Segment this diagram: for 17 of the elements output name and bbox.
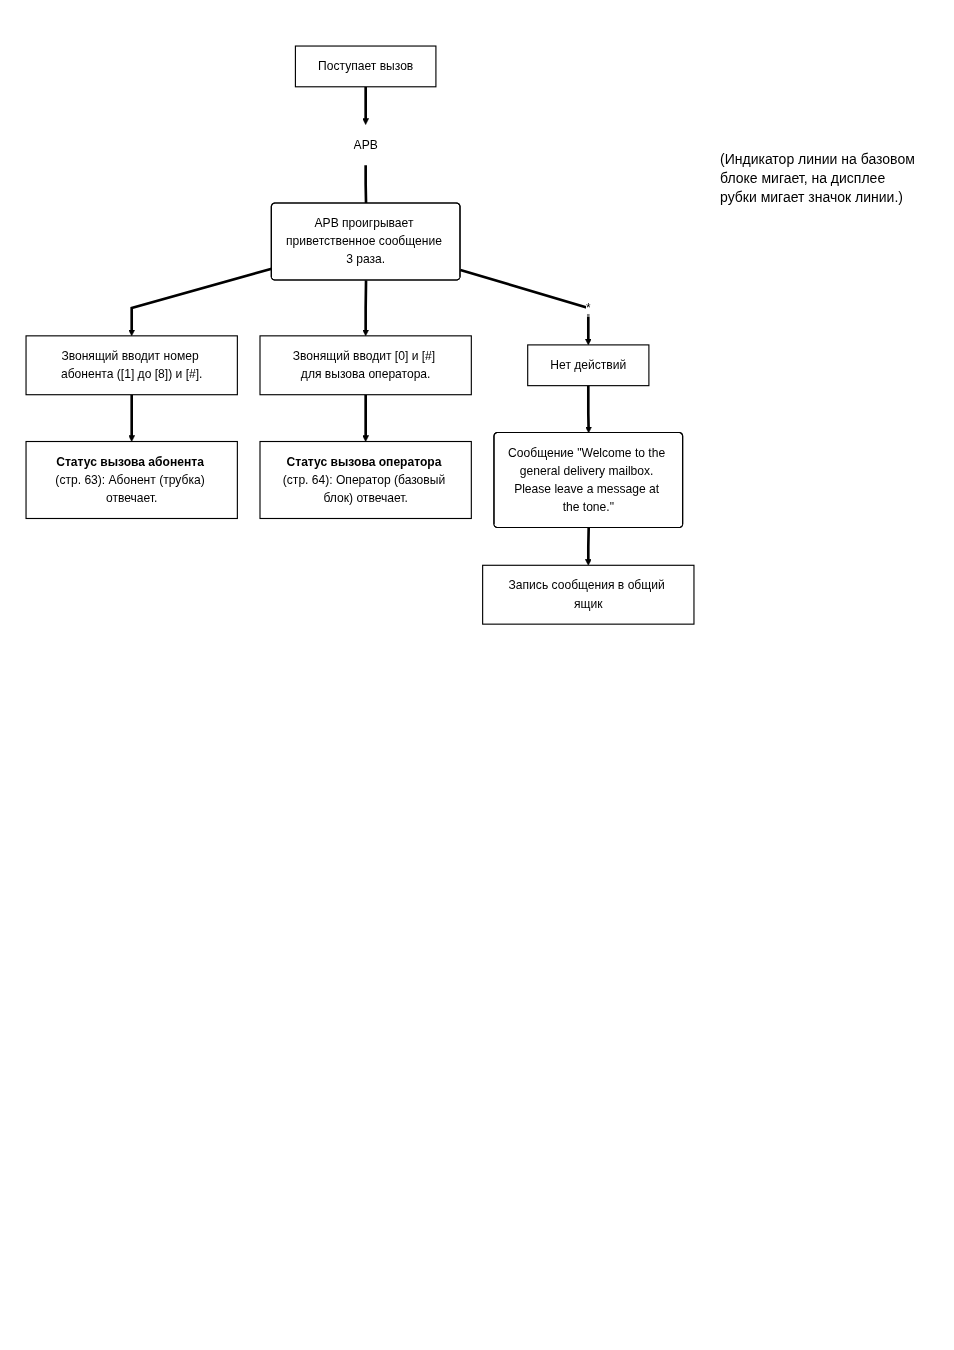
node-box: Статус вызова абонента (стр. 63): Абонент (трубка) отвечает. [25,440,238,520]
arrow [362,394,369,442]
arrow [362,280,369,337]
arrow [128,394,135,442]
note-text: (Индикатор линии на базовом блоке мигает, на дисплее рубки мигает значок линии.) [720,150,916,207]
arrow [362,86,369,125]
node-box: Запись сообщения в общий ящик [482,564,695,625]
node-box: Звонящий вводит номер абонента ([1] до [8]) и [#]. [25,335,238,396]
arrow [585,385,592,434]
node-text: АРВ [353,138,378,151]
node-box: Звонящий вводит [0] и [#] для вызова оператора. [259,335,472,396]
node-box: Нет действий [527,344,650,387]
node-box: Поступает вызов [294,45,437,88]
arrow [585,527,592,566]
edge-label: * [585,301,591,314]
connector [364,165,368,204]
node-box: Статус вызова оператора (стр. 64): Оператор (базовый блок) отвечает. [259,440,472,520]
